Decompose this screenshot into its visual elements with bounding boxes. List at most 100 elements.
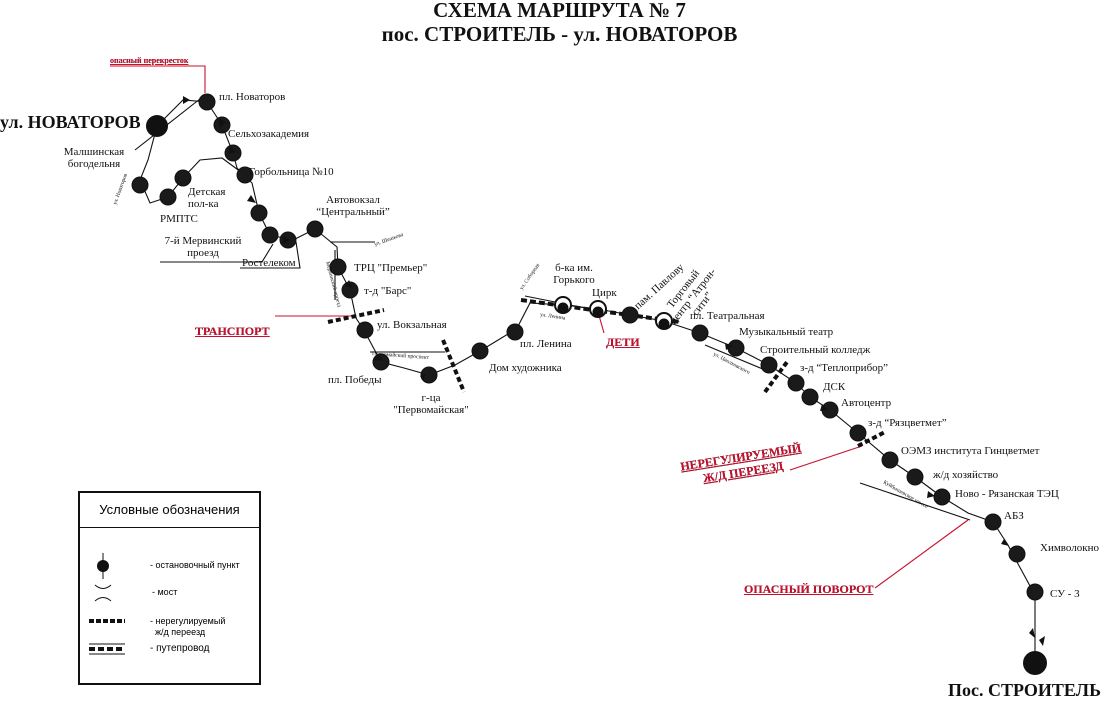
stop-marker <box>1026 583 1044 601</box>
street-label-sheshkova: ул. Шешкова <box>374 232 405 248</box>
stop-marker <box>174 169 192 187</box>
stop-label: Музыкальный театр <box>739 326 834 338</box>
legend-stop-icon <box>97 560 109 572</box>
stop-marker <box>906 468 924 486</box>
street-line <box>859 482 971 521</box>
callout-line <box>240 241 301 269</box>
stop-marker <box>1008 545 1026 563</box>
legend-bridge-icon <box>94 584 112 602</box>
street-label-sobornaya: ул. Соборная <box>518 262 542 291</box>
stop-label: ДСК <box>823 381 846 393</box>
stop-label: ж/д хозяйство <box>933 469 999 481</box>
street-label-pervomaisky: Первомайский проспект <box>372 350 430 361</box>
stop-marker <box>329 258 347 276</box>
street-line <box>134 94 206 151</box>
stop-label: пл. Новаторов <box>219 91 286 103</box>
stop-label: Химволокно <box>1040 542 1099 554</box>
stop-marker <box>984 513 1002 531</box>
terminus-label-stroitel: Пос. СТРОИТЕЛЬ <box>948 680 1101 700</box>
stop-label: з-д “Теплоприбор” <box>800 362 889 374</box>
stop-label: пл. Ленина <box>520 338 572 350</box>
stop-marker <box>621 306 639 324</box>
stop-label: СУ - 3 <box>1050 588 1080 600</box>
callout-line <box>160 243 274 263</box>
stop-label: Сельхозакадемия <box>228 128 310 140</box>
direction-arrows <box>183 96 1045 646</box>
route-line <box>156 99 1036 663</box>
stop-label: г-ца "Первомайская" <box>393 392 469 416</box>
stop-label: Цирк <box>592 287 617 299</box>
stop-marker <box>261 226 279 244</box>
callout-line <box>789 445 863 471</box>
stop-label: Автоцентр <box>841 397 892 409</box>
callout-line <box>110 65 206 93</box>
stop-label: б-ка им. Горького <box>553 262 595 286</box>
stop-marker <box>159 188 177 206</box>
stop-marker <box>250 204 268 222</box>
stop-marker <box>356 321 374 339</box>
terminus-label-novatorov: ул. НОВАТОРОВ <box>0 112 141 132</box>
stop-label: з-д “Рязцветмет” <box>868 417 947 429</box>
stop-label: Горбольница №10 <box>249 166 334 178</box>
stop-marker <box>592 306 604 318</box>
warning-transport: ТРАНСПОРТ <box>195 324 270 338</box>
legend-bridge-label: - мост <box>152 587 178 597</box>
stop-marker <box>224 144 242 162</box>
stop-label: Дом художника <box>489 362 562 374</box>
street-line <box>704 344 771 373</box>
stop-label: т-д "Барс" <box>364 285 412 297</box>
terminus-novatorov <box>146 115 168 137</box>
legend-rail-crossing-line1: - нерегулируемый <box>150 616 226 626</box>
terminus-stroitel <box>1023 651 1047 675</box>
stop-label: Детская пол-ка <box>188 186 226 210</box>
legend-overpass-label: - путепровод <box>150 643 210 654</box>
stop-marker <box>557 302 569 314</box>
legend-rail-crossing-line2: ж/д переезд <box>155 627 206 637</box>
legend-title: Условные обозначения <box>80 493 259 528</box>
stop-marker <box>760 356 778 374</box>
stop-label: пл. Победы <box>328 374 382 386</box>
warning-children: ДЕТИ <box>606 335 640 349</box>
callout-line <box>874 519 969 589</box>
stop-label: АБЗ <box>1004 510 1024 522</box>
map-subtitle: пос. СТРОИТЕЛЬ - ул. НОВАТОРОВ <box>381 22 738 46</box>
stop-marker <box>236 166 254 184</box>
stop-label: РМПТС <box>160 213 198 225</box>
stop-label: 7-й Мервинский проезд <box>164 235 242 259</box>
warning-dangerous-crossing: опасный перекресток <box>110 56 189 65</box>
stop-label: ТРЦ "Премьер" <box>354 262 428 274</box>
stop-label: Ростелеком <box>242 257 296 269</box>
legend-rail-crossing-label: - нерегулируемый ж/д переезд <box>150 616 225 638</box>
stop-label: ОЭМЗ института Гинцветмет <box>901 445 1040 457</box>
stop-marker <box>658 318 670 330</box>
stop-label: Автовокзал “Центральный” <box>316 194 390 218</box>
warning-dangerous-turn: ОПАСНЫЙ ПОВОРОТ <box>744 582 874 596</box>
stop-marker <box>933 488 951 506</box>
stop-label: Малшинская богодельня <box>63 146 125 170</box>
stop-marker <box>306 220 324 238</box>
street-label-lenina: ул. Ленина <box>540 312 567 322</box>
stop-label: пл. Театральная <box>690 310 765 322</box>
legend-symbols <box>89 553 125 655</box>
street-label-novatorov: ул. Новаторов <box>112 173 129 206</box>
stop-marker <box>787 374 805 392</box>
stop-marker <box>727 339 745 357</box>
street-label-kuybyshevskoe: Куйбышевское шоссе <box>882 479 930 511</box>
stop-marker <box>801 388 819 406</box>
stop-label: ул. Вокзальная <box>377 319 447 331</box>
stop-marker <box>198 93 216 111</box>
stop-marker <box>506 323 524 341</box>
stop-label: Ново - Рязанская ТЭЦ <box>955 488 1059 500</box>
stop-marker <box>691 324 709 342</box>
map-title: СХЕМА МАРШРУТА № 7 <box>433 0 686 22</box>
stop-marker <box>881 451 899 469</box>
stop-marker <box>849 424 867 442</box>
stop-marker <box>471 342 489 360</box>
legend-stop-label: - остановочный пункт <box>150 560 240 570</box>
stop-marker <box>131 176 149 194</box>
legend: Условные обозначения - остановочный пунк… <box>78 491 261 685</box>
stop-label: Строительный колледж <box>760 344 871 356</box>
rail-crossings <box>327 298 886 448</box>
stop-marker <box>420 366 438 384</box>
